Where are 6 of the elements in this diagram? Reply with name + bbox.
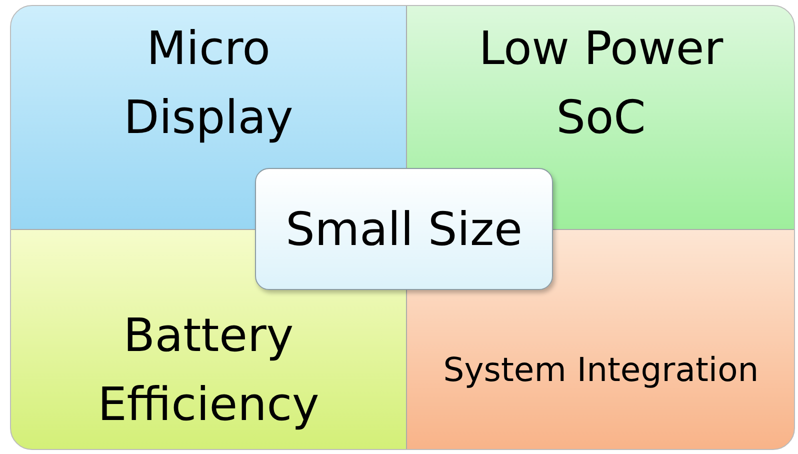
quadrant-label: Battery Efficiency (96, 307, 320, 433)
center-label: Small Size (286, 202, 522, 256)
quadrant-label: Micro Display (122, 20, 294, 146)
quadrant-label: Low Power SoC (478, 20, 724, 146)
quadrant-label: System Integration (443, 349, 759, 392)
center-box (255, 168, 553, 290)
